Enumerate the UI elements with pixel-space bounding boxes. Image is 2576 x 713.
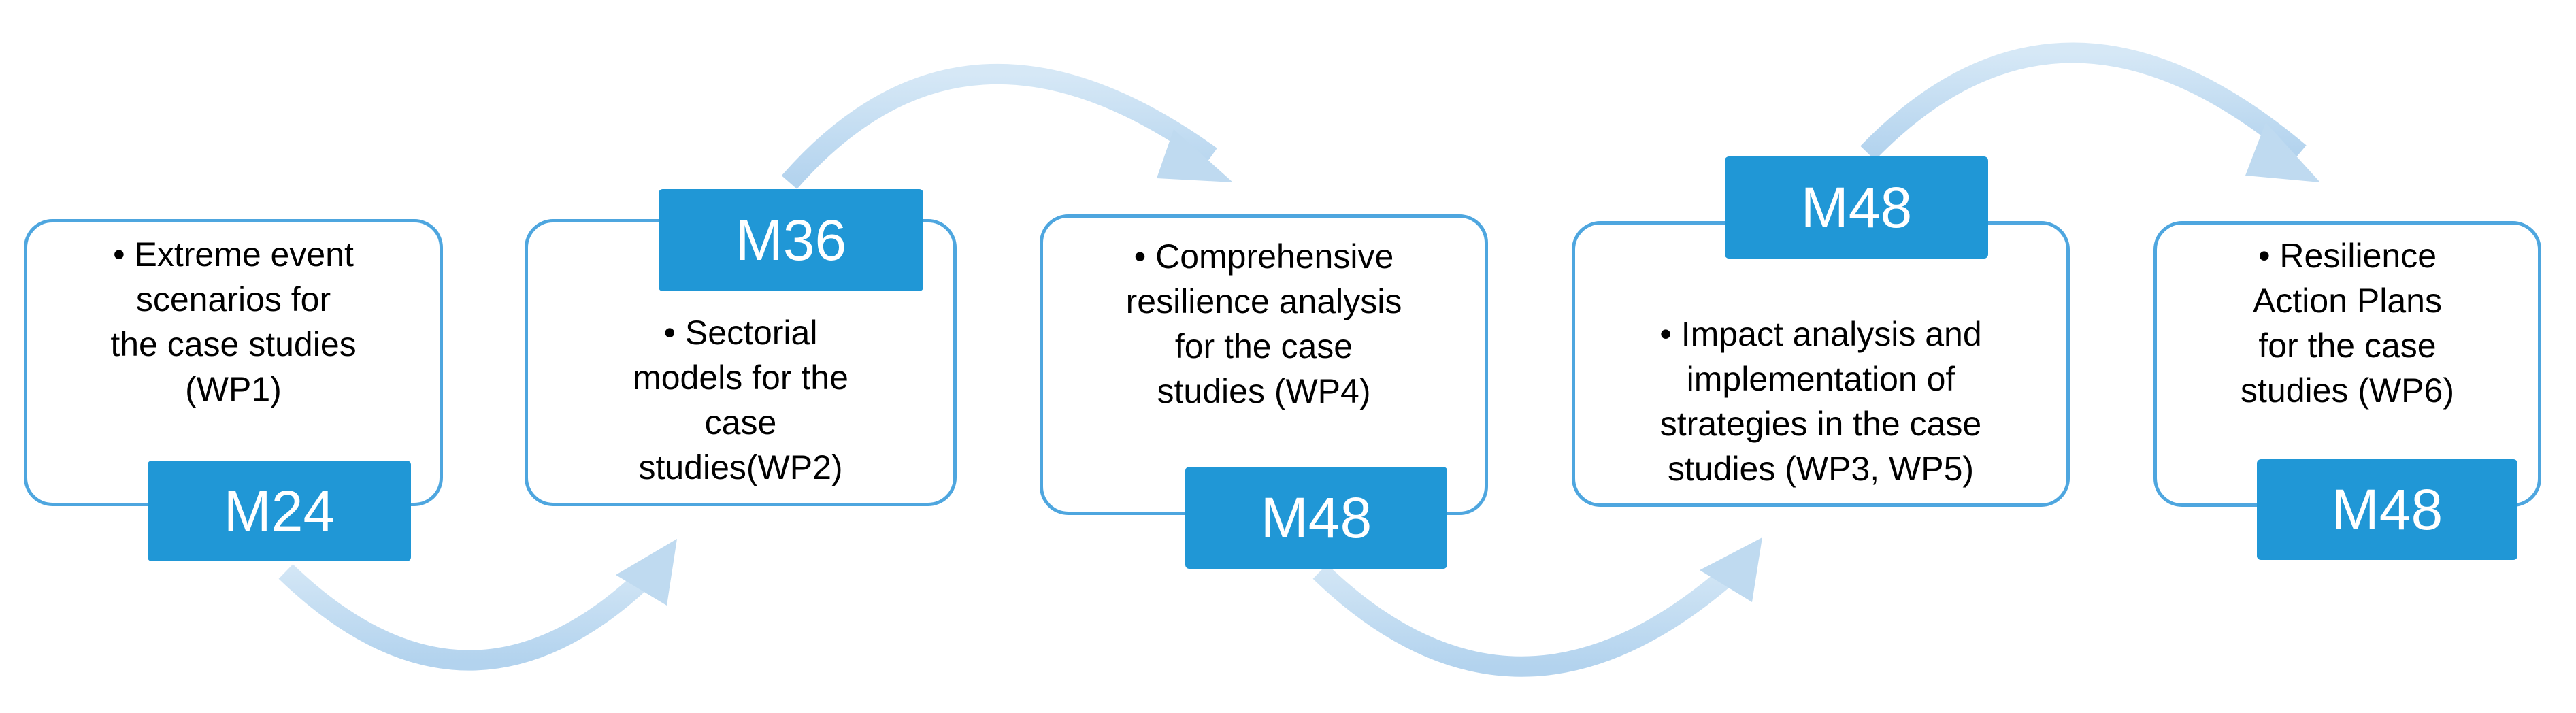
milestone-badge-3: M48: [1185, 467, 1447, 569]
step-text-4: • Impact analysis and implementation of …: [1659, 315, 1982, 488]
curved-arrow-4-to-5: [1860, 42, 2320, 182]
milestone-badge-5: M48: [2257, 459, 2517, 560]
step-text-2: • Sectorial models for the case studies(…: [633, 314, 848, 486]
curved-arrow-2-to-3: [781, 63, 1233, 189]
milestone-badge-4: M48: [1725, 156, 1988, 259]
step-text-5: • Resilience Action Plans for the case s…: [2241, 237, 2454, 410]
step-box-3: • Comprehensive resilience analysis for …: [1040, 214, 1488, 515]
step-text-3: • Comprehensive resilience analysis for …: [1125, 237, 1402, 410]
milestone-badge-1: M24: [148, 461, 411, 561]
curved-arrow-3-to-4: [1312, 537, 1762, 677]
step-text-1: • Extreme event scenarios for the case s…: [110, 235, 357, 408]
step-box-4: • Impact analysis and implementation of …: [1572, 221, 2070, 507]
milestone-badge-2: M36: [659, 189, 923, 291]
curved-arrow-1-to-2: [278, 539, 677, 671]
